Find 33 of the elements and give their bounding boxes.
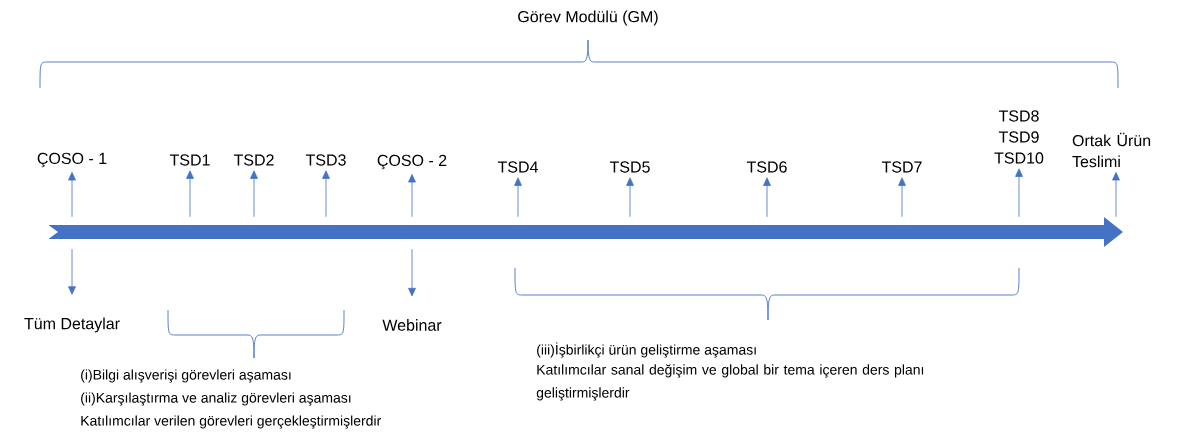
phase-text: (ii)Karşılaştırma ve analiz görevleri aşaması [81,392,351,406]
phase-text: Katılımcılar sanal değişim ve global bir tema içeren ders planı geliştirmişlerdir [536,364,924,401]
timeline-arrow [47,217,1123,247]
milestone-label: TSD8 TSD9 TSD10 [994,110,1044,164]
milestone-label: ÇOSO - 1 [37,152,107,168]
arrow [514,177,522,218]
milestone-label: TSD2 [233,154,274,166]
arrow [408,248,416,297]
milestone-label: TSD5 [609,161,650,173]
arrow [408,174,416,218]
arrow [1112,172,1120,218]
milestone-label: Ortak Ürün Teslimi [1072,132,1151,168]
arrow [68,172,76,218]
arrow [898,177,906,218]
arrow [68,248,76,295]
milestone-label: TSD1 [169,154,210,166]
module-title: Görev Modülü (GM) [518,10,658,26]
arrow [186,170,194,218]
arrow [626,177,634,218]
milestone-label: ÇOSO - 2 [377,154,447,170]
arrow [250,170,258,218]
arrow [763,177,771,218]
phase-text: (i)Bilgi alışverişi görevleri aşaması [81,369,291,383]
milestone-label: TSD3 [305,154,346,166]
milestone-label: Webinar [382,319,442,331]
phase-text: Katılımcılar verilen görevleri gerçekleştirmişlerdir [81,415,381,429]
arrow [322,170,330,218]
phase-text: (iii)İşbirlikçi ürün geliştirme aşaması [537,342,756,358]
milestone-label: TSD7 [881,161,922,173]
milestone-label: Tüm Detaylar [24,317,120,333]
milestone-label: TSD4 [497,161,538,173]
arrow [1015,168,1023,218]
milestone-label: TSD6 [746,161,787,173]
